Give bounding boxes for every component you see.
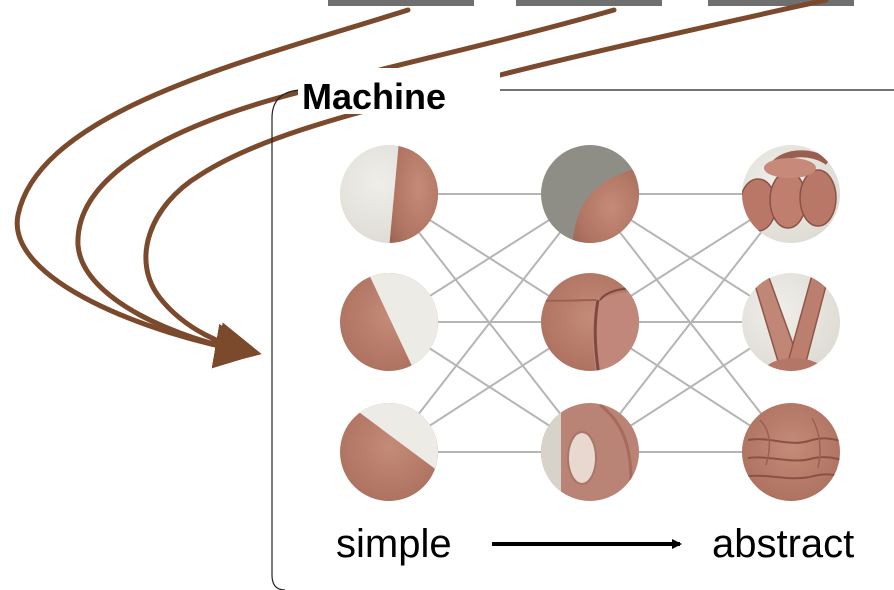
top-boxes	[328, 0, 854, 6]
axis-start-label: simple	[336, 522, 452, 566]
node-curve-corner	[541, 145, 639, 243]
node-rock-fist	[742, 145, 840, 243]
node-edge-vertical	[340, 145, 438, 243]
machine-panel: Machine	[271, 68, 894, 590]
node-finger-split	[541, 273, 639, 371]
feedback-arrow-middle	[75, 7, 617, 369]
axis-end-label: abstract	[712, 522, 854, 566]
connection	[589, 193, 792, 453]
top-box-left	[328, 0, 474, 6]
feedback-arrow-left	[14, 7, 411, 369]
panel-title: Machine	[302, 76, 446, 117]
connection	[388, 193, 591, 453]
node-edge-shallow	[340, 403, 438, 501]
node-edge-diagonal	[340, 273, 438, 371]
top-box-right	[708, 0, 854, 6]
feedback-arrow-right	[143, 0, 829, 367]
top-box-middle	[516, 0, 662, 6]
feedback-arrows	[14, 0, 829, 369]
node-scissors-v	[742, 273, 840, 371]
panel-frame	[271, 89, 894, 590]
node-paper-flat	[742, 403, 840, 501]
node-fingernail	[541, 403, 639, 501]
abstraction-axis: simple abstract	[336, 522, 854, 566]
panel-title-bg	[298, 68, 500, 114]
